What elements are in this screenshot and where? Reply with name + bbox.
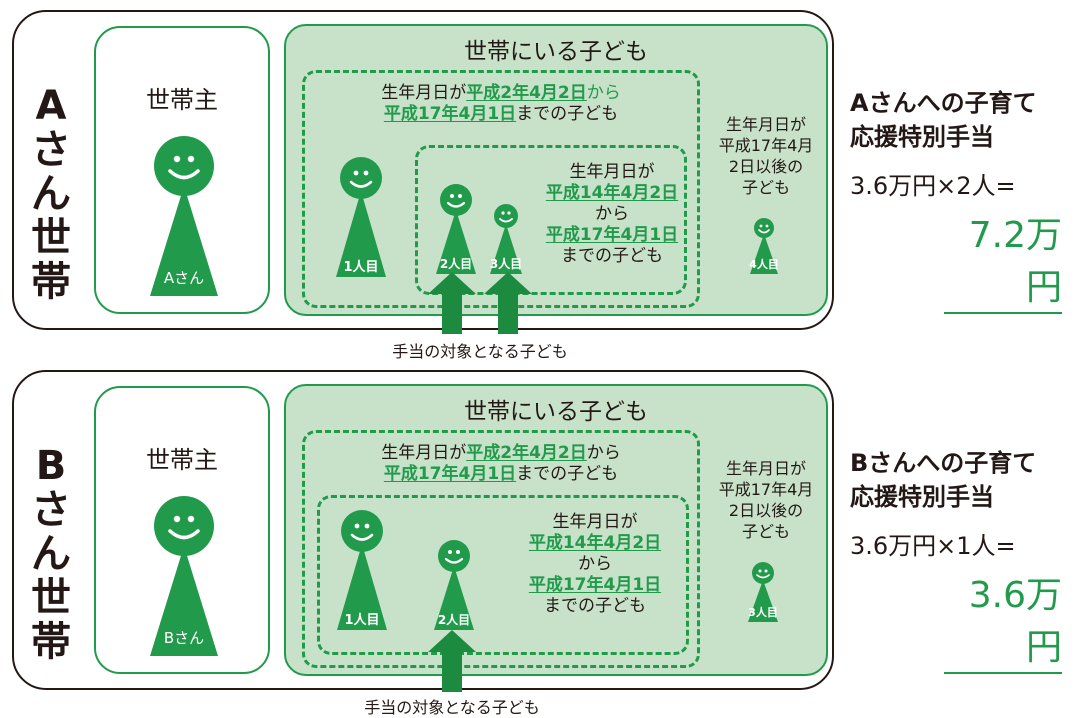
inner-range-start: 平成14年4月2日 [545,183,679,203]
outer-range-start: 平成2年4月2日 [466,83,587,103]
household-b-label: B さ ん 世 帯 [14,444,88,664]
head-title: 世帯主 [146,86,218,114]
caption-text: までの子ども [516,464,619,484]
calculation: 3.6万円×2人= [850,172,1016,200]
label-char: ん [31,171,71,217]
inner-range-caption: 生年月日が 平成14年4月2日 から 平成17年4月1日 までの子ども [542,162,682,267]
caption-text: から [586,443,621,463]
head-title: 世帯主 [146,446,218,474]
head-of-household-box: 世帯主 Aさん [94,26,270,314]
caption-text: から [595,204,629,224]
children-title: 世帯にいる子ども [464,399,648,425]
amount: 7.2万円 [944,206,1062,314]
result-title-line: 応援特別手当 [850,483,994,511]
caption-text: までの子ども [516,104,619,124]
person-figure-icon: Aさん [146,136,222,298]
person-figure-icon: 1人目 [333,157,389,279]
caption-text: 生年月日が [725,115,806,134]
outer-range-caption: 生年月日が平成2年4月2日から 平成17年4月1日までの子ども [305,443,697,485]
caption-text: 子ども [741,178,790,197]
caption-text: から [578,554,612,574]
label-char: さ [31,127,71,173]
caption-text: 平成17年4月 [718,136,814,155]
label-char: さ [31,487,71,533]
amount: 3.6万円 [944,566,1062,674]
inner-range-caption: 生年月日が 平成14年4月2日 から 平成17年4月1日 までの子ども [520,512,670,617]
inner-range-end: 平成17年4月1日 [545,225,679,245]
caption-text: 生年月日が [381,83,467,103]
younger-children-caption: 生年月日が 平成17年4月 2日以後の 子ども [704,114,828,198]
child-label: 3人目 [489,257,523,271]
child-label: 3人目 [748,606,778,619]
child-label: 1人目 [344,613,380,628]
outer-range-end: 平成17年4月1日 [383,104,517,124]
person-figure-icon: 4人目 [748,218,780,276]
label-char: 世 [31,575,71,621]
caption-text: 子ども [741,522,790,541]
children-title: 世帯にいる子ども [464,39,648,65]
label-char: ん [31,531,71,577]
result-title: Bさんへの子育て 応援特別手当 [850,446,1036,514]
caption-text: 2日以後の [728,157,804,176]
child-label: 2人目 [439,257,473,271]
child-label: 2人目 [437,613,471,627]
person-figure-icon: 2人目 [434,184,478,276]
caption-text: 平成17年4月 [718,480,814,499]
caption-text: 生年月日が [552,512,638,532]
outer-range-box: 生年月日が平成2年4月2日から 平成17年4月1日までの子ども 1人目 [302,70,700,308]
caption-text: 生年月日が [725,459,806,478]
result-title-line: Aさんへの子育て [850,89,1037,117]
label-char: B [35,443,67,489]
outer-range-box: 生年月日が平成2年4月2日から 平成17年4月1日までの子ども 1人目 [302,430,700,668]
head-figure-label: Bさん [163,629,205,647]
children-box: 世帯にいる子ども 生年月日が平成2年4月2日から 平成17年4月1日までの子ども… [284,24,828,316]
label-char: A [35,83,67,129]
label-char: 世 [31,215,71,261]
child-label: 1人目 [343,260,379,275]
person-figure-icon: Bさん [146,496,222,658]
household-a-panel: A さ ん 世 帯 世帯主 Aさん 世帯にいる子ども 生年月日が平成2年4月2日… [12,10,834,330]
inner-range-start: 平成14年4月2日 [528,533,662,553]
calculation: 3.6万円×1人= [850,532,1016,560]
person-figure-icon: 3人目 [488,204,524,276]
target-children-caption: 手当の対象となる子ども [392,342,568,361]
child-label: 4人目 [749,258,779,271]
younger-children-caption: 生年月日が 平成17年4月 2日以後の 子ども [704,458,828,542]
caption-text: 生年月日が [569,162,655,182]
person-figure-icon: 3人目 [746,562,780,624]
caption-text: までの子ども [544,596,646,616]
outer-range-start: 平成2年4月2日 [466,443,587,463]
head-of-household-box: 世帯主 Bさん [94,386,270,674]
children-box: 世帯にいる子ども 生年月日が平成2年4月2日から 平成17年4月1日までの子ども… [284,384,828,676]
outer-range-end: 平成17年4月1日 [383,464,517,484]
caption-text: までの子ども [561,246,663,266]
inner-range-end: 平成17年4月1日 [528,575,662,595]
target-children-caption: 手当の対象となる子ども [364,698,540,717]
up-arrow-icon [428,630,476,696]
inner-range-box: 2人目 3人目 生年月日が 平成14年4月2日 から 平成17年4月1日 [415,145,687,295]
up-arrow-icon [484,272,532,338]
caption-text: 生年月日が [381,443,467,463]
result-title: Aさんへの子育て 応援特別手当 [850,86,1037,154]
caption-text: 2日以後の [728,501,804,520]
label-char: 帯 [31,619,71,665]
inner-range-box: 1人目 2人目 生年月日が 平成14年4月2日 から 平成17年4月1日 [317,495,689,655]
outer-range-caption: 生年月日が平成2年4月2日から 平成17年4月1日までの子ども [305,83,697,125]
household-a-label: A さ ん 世 帯 [14,84,88,304]
up-arrow-icon [428,272,476,338]
person-figure-icon: 2人目 [432,540,476,632]
label-char: 帯 [31,259,71,305]
caption-text: から [586,83,621,103]
person-figure-icon: 1人目 [334,510,390,632]
head-figure-label: Aさん [163,269,205,287]
result-title-line: Bさんへの子育て [850,449,1037,477]
household-b-panel: B さ ん 世 帯 世帯主 Bさん 世帯にいる子ども 生年月日が平成2年4月2日… [12,370,834,690]
result-title-line: 応援特別手当 [850,123,994,151]
